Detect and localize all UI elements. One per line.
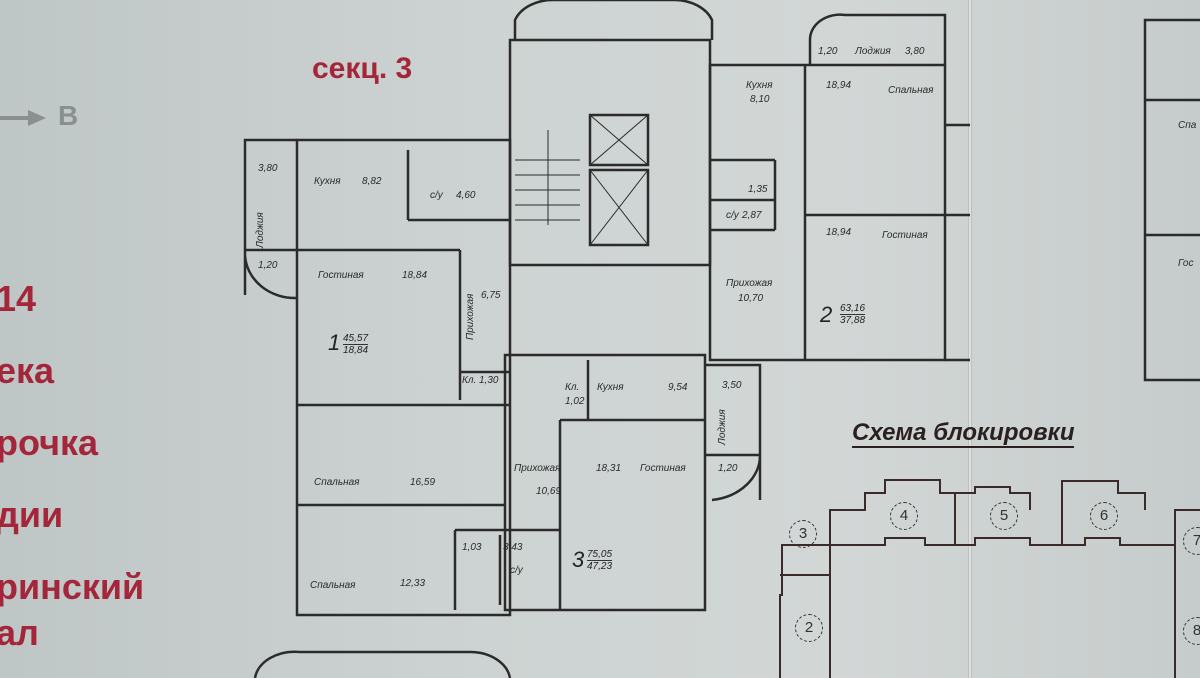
- room-area: 1,03: [462, 542, 482, 553]
- room-area: 3,80: [905, 46, 925, 57]
- room-area: 10,70: [738, 293, 764, 304]
- room-name: Лоджия: [717, 409, 728, 445]
- left-text-line: ал: [0, 612, 39, 653]
- room-name: Спальная: [314, 477, 360, 488]
- room-area: 12,33: [400, 578, 426, 589]
- room-area: 2,87: [742, 210, 762, 221]
- left-text-line: ека: [0, 350, 55, 391]
- room-area: 1,35: [748, 184, 768, 195]
- block-section: 2: [795, 614, 823, 642]
- room-area: 18,84: [402, 270, 428, 281]
- room-area: 3,43: [503, 542, 523, 553]
- room-name: Спальная: [310, 580, 356, 591]
- room-name-fragment: Гос: [1178, 258, 1194, 269]
- room-name: Гостиная: [318, 270, 364, 281]
- block-section: 6: [1090, 502, 1118, 530]
- room-name: с/у: [726, 210, 739, 221]
- living-area: 18,84: [343, 345, 369, 356]
- compass-label: В: [58, 100, 79, 131]
- room-area: 18,31: [596, 463, 622, 474]
- block-section: 3: [789, 520, 817, 548]
- room-name: Кухня: [746, 80, 773, 91]
- room-area: 8,10: [750, 94, 770, 105]
- apartment-number: 1: [328, 330, 341, 355]
- room-area: 1,02: [565, 396, 585, 407]
- room-area: 1,20: [718, 463, 738, 474]
- block-section: 4: [890, 502, 918, 530]
- room-name: Кл.: [462, 375, 477, 386]
- total-area: 63,16: [840, 303, 866, 315]
- left-text-line: рочка: [0, 422, 99, 463]
- room-name: Кухня: [597, 382, 624, 393]
- room-area: 1,20: [818, 46, 838, 57]
- room-area: 1,20: [258, 260, 278, 271]
- left-text-line: ринский: [0, 566, 145, 607]
- room-area: 18,94: [826, 80, 852, 91]
- apartment-number: 2: [820, 302, 833, 327]
- blocking-scheme-title: Схема блокировки: [852, 419, 1075, 448]
- room-area: 6,75: [481, 290, 501, 301]
- room-area: 3,50: [722, 380, 742, 391]
- room-name: Гостиная: [882, 230, 928, 241]
- room-area: 18,94: [826, 227, 852, 238]
- paper-fold: [968, 0, 972, 678]
- room-area: 8,82: [362, 176, 382, 187]
- room-name: Лоджия: [255, 212, 266, 248]
- room-name: Гостиная: [640, 463, 686, 474]
- room-area: 16,59: [410, 477, 436, 488]
- apartment-number: 3: [572, 547, 585, 572]
- room-name: Прихожая: [514, 463, 561, 474]
- room-area: 9,54: [668, 382, 688, 393]
- room-area: 4,60: [456, 190, 476, 201]
- section-title: секц. 3: [312, 52, 413, 85]
- total-area: 75,05: [587, 549, 613, 561]
- block-section: 5: [990, 502, 1018, 530]
- left-text-line: 14: [0, 278, 37, 319]
- living-area: 37,88: [840, 315, 866, 326]
- room-area: 10,69: [536, 486, 562, 497]
- room-name: Спальная: [888, 85, 934, 96]
- room-name-fragment: Спа: [1178, 120, 1197, 131]
- total-area: 45,57: [343, 333, 369, 345]
- living-area: 47,23: [587, 561, 613, 572]
- room-name: Кухня: [314, 176, 341, 187]
- room-name: Лоджия: [855, 46, 891, 57]
- room-area: 1,30: [479, 375, 499, 386]
- room-name: с/у: [510, 565, 523, 576]
- room-name: Кл.: [565, 382, 580, 393]
- room-name: Прихожая: [726, 278, 773, 289]
- room-name: с/у: [430, 190, 443, 201]
- compass-arrow-icon: [0, 108, 46, 126]
- room-name: Прихожая: [465, 293, 476, 340]
- room-area: 3,80: [258, 163, 278, 174]
- left-text-line: дии: [0, 494, 64, 535]
